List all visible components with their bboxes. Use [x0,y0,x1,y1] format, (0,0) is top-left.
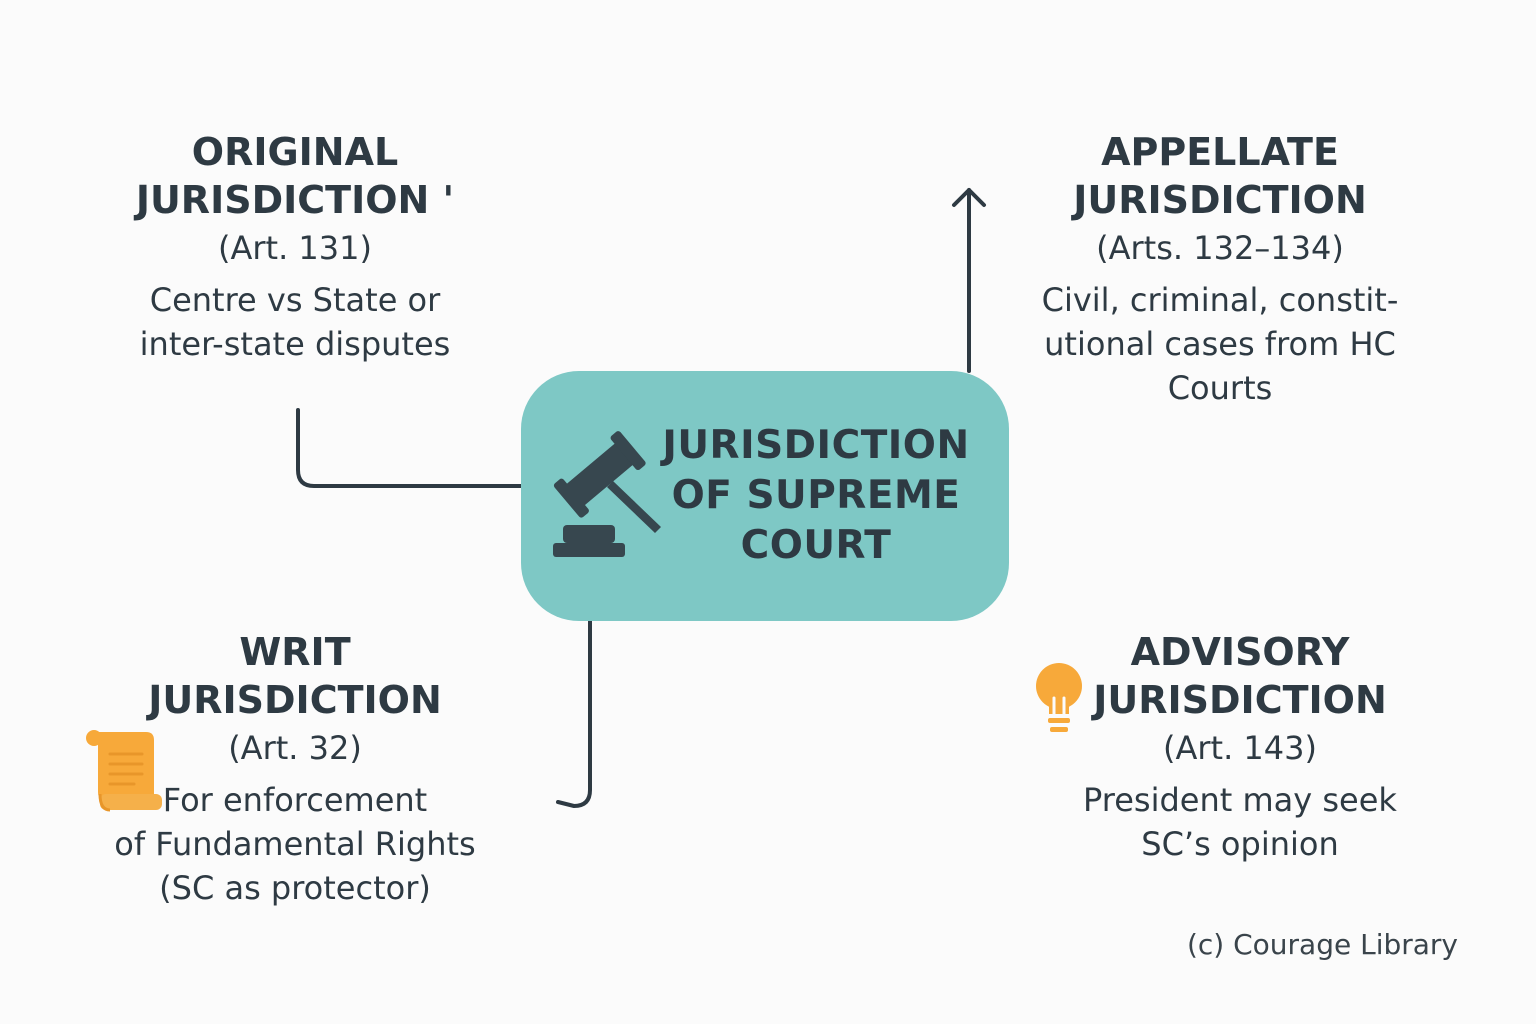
central-title-line-2: OF SUPREME [671,473,961,518]
original-desc-line-2: inter-state disputes [139,325,451,363]
advisory-heading-line-2: JURISDICTION [1093,678,1387,722]
writ-description: For enforcement of Fundamental Rights (S… [110,778,480,910]
advisory-desc-line-2: SC’s opinion [1141,825,1339,863]
original-heading-line-2: JURISDICTION ' [135,178,455,222]
original-description: Centre vs State or inter-state disputes [120,278,470,366]
writ-jurisdiction-block: WRIT JURISDICTION (Art. 32) For enforcem… [110,628,480,910]
advisory-heading-line-1: ADVISORY [1130,630,1350,674]
advisory-article: (Art. 143) [1163,729,1317,767]
appellate-desc-line-3: Courts [1167,369,1273,407]
scroll-icon [86,730,162,812]
central-topic-title: JURISDICTION OF SUPREME COURT [649,421,983,571]
central-topic-box: JURISDICTION OF SUPREME COURT [521,371,1009,621]
appellate-desc-line-2: utional cases from HC [1044,325,1396,363]
original-desc-line-1: Centre vs State or [149,281,441,319]
advisory-jurisdiction-block: ADVISORY JURISDICTION (Art. 143) Preside… [1070,628,1410,866]
appellate-heading-line-2: JURISDICTION [1073,178,1367,222]
appellate-heading: APPELLATE JURISDICTION [1030,128,1410,224]
connector-original [296,408,523,488]
writ-desc-line-3: (SC as protector) [159,869,431,907]
copyright-credit: (c) Courage Library [1186,928,1458,961]
appellate-desc-line-1: Civil, criminal, constit- [1041,281,1399,319]
original-article: (Art. 131) [218,229,372,267]
lightbulb-icon [1036,663,1082,732]
connector-writ [556,619,592,808]
gavel-icon [553,431,661,557]
writ-desc-line-1: For enforcement [162,781,428,819]
central-title-line-1: JURISDICTION [662,423,970,468]
appellate-article: (Arts. 132–134) [1096,229,1344,267]
writ-desc-line-2: of Fundamental Rights [114,825,476,863]
appellate-heading-line-1: APPELLATE [1101,130,1339,174]
original-heading: ORIGINAL JURISDICTION ' [120,128,470,224]
writ-heading-line-2: JURISDICTION [148,678,442,722]
advisory-heading: ADVISORY JURISDICTION [1070,628,1410,724]
original-heading-line-1: ORIGINAL [191,130,399,174]
advisory-description: President may seek SC’s opinion [1070,778,1410,866]
writ-heading: WRIT JURISDICTION [110,628,480,724]
connector-appellate-arrowhead [952,188,986,207]
original-jurisdiction-block: ORIGINAL JURISDICTION ' (Art. 131) Centr… [120,128,470,366]
appellate-jurisdiction-block: APPELLATE JURISDICTION (Arts. 132–134) C… [1030,128,1410,410]
central-title-line-3: COURT [740,523,892,568]
advisory-desc-line-1: President may seek [1083,781,1397,819]
writ-heading-line-1: WRIT [239,630,351,674]
appellate-description: Civil, criminal, constit- utional cases … [1030,278,1410,410]
writ-article: (Art. 32) [228,729,362,767]
